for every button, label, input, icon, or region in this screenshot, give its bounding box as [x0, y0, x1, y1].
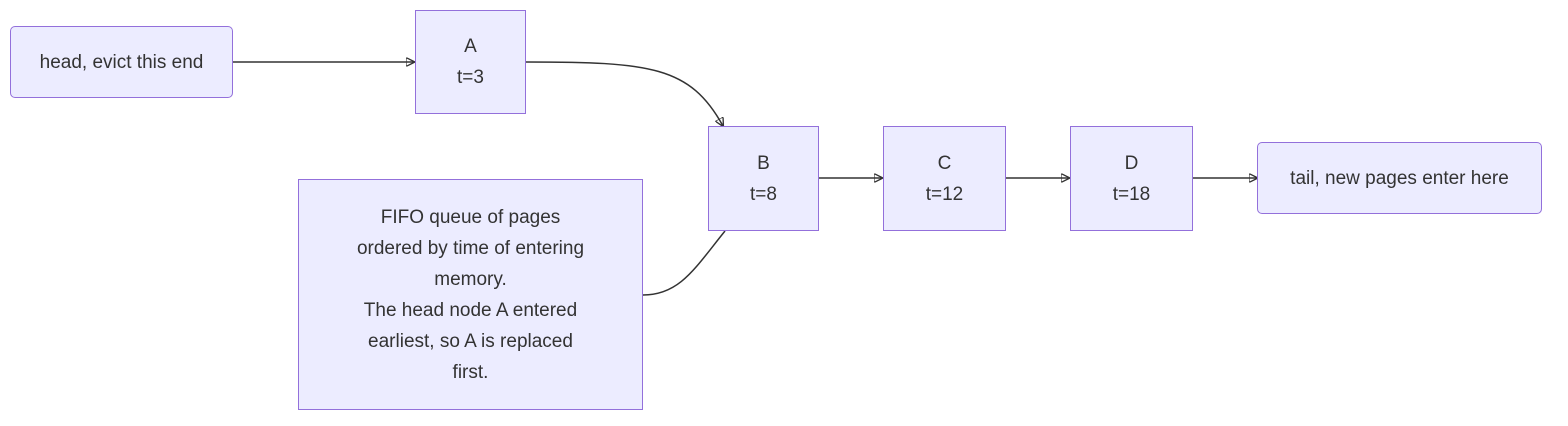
head-node: head, evict this end [10, 26, 233, 98]
node-c-id: C [937, 152, 952, 174]
head-node-label: head, evict this end [39, 51, 204, 73]
note-line: ordered by time of entering [356, 237, 585, 259]
edge-a-to-b [525, 61, 723, 126]
note-line: earliest, so A is replaced [368, 330, 573, 352]
node-b-id: B [757, 152, 770, 174]
note-line: first. [452, 361, 489, 383]
node-b-time: t=8 [750, 183, 777, 205]
node-c: C t=12 [883, 126, 1006, 231]
edge-note-to-b [642, 230, 726, 296]
note-line: FIFO queue of pages [380, 206, 561, 228]
note-box: FIFO queue of pages ordered by time of e… [298, 179, 643, 410]
tail-node: tail, new pages enter here [1257, 142, 1542, 214]
node-b: B t=8 [708, 126, 819, 231]
note-line: The head node A entered [363, 299, 578, 321]
node-d: D t=18 [1070, 126, 1193, 231]
node-a: A t=3 [415, 10, 526, 114]
node-a-id: A [464, 36, 477, 57]
note-line: memory. [434, 268, 507, 290]
node-a-time: t=3 [457, 67, 484, 88]
node-d-time: t=18 [1112, 183, 1151, 205]
node-c-time: t=12 [925, 183, 964, 205]
tail-node-label: tail, new pages enter here [1290, 167, 1509, 189]
node-d-id: D [1124, 152, 1139, 174]
